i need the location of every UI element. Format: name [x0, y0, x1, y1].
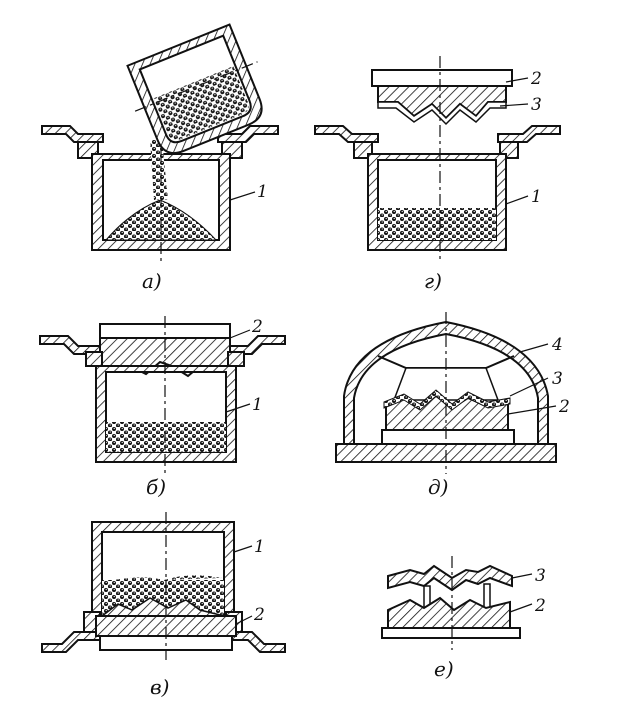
panel-a: 1 а) — [41, 23, 279, 293]
pin-right — [227, 351, 245, 367]
shell-mould — [383, 389, 511, 411]
panel-e: 3 2 е) — [381, 556, 546, 681]
flange-left — [41, 125, 104, 143]
callout-b-1: 1 — [252, 395, 263, 415]
sand-stream — [150, 140, 168, 200]
pattern-plate — [387, 596, 511, 629]
callout-g-1: 1 — [531, 187, 542, 207]
caption-e: е) — [434, 657, 454, 681]
panel-b: 2 1 б) — [39, 316, 286, 499]
flange-right — [217, 125, 279, 143]
shell-mould — [387, 564, 513, 592]
flange-right — [231, 631, 286, 653]
callout-g-2: 2 — [530, 69, 542, 89]
panel-g: 2 3 1 г) — [314, 56, 561, 293]
callout-g-3: 3 — [531, 95, 542, 115]
callout-v-1: 1 — [254, 537, 265, 557]
caption-g: г) — [424, 269, 442, 293]
callout-d-2: 2 — [558, 397, 570, 417]
flange-left — [41, 631, 101, 653]
pattern-plate — [371, 69, 513, 87]
callout-d-3: 3 — [552, 369, 563, 389]
caption-v: в) — [150, 675, 169, 699]
flange-right — [497, 125, 561, 143]
callout-e-2: 2 — [534, 596, 546, 616]
callout-a-1: 1 — [257, 182, 268, 202]
shell-mould — [377, 101, 507, 126]
sand-layer — [106, 422, 226, 452]
base-plate — [381, 627, 521, 639]
pedestal — [381, 429, 515, 445]
callout-e-3: 3 — [535, 566, 546, 586]
callout-v-2: 2 — [253, 605, 265, 625]
callout-b-2: 2 — [251, 317, 263, 337]
pattern-relief — [99, 597, 225, 617]
caption-d: д) — [428, 475, 448, 499]
pouring-bucket — [126, 23, 263, 155]
caption-b: б) — [146, 475, 166, 499]
caption-a: а) — [142, 269, 162, 293]
callout-d-4: 4 — [551, 335, 563, 355]
panel-v: 1 2 в) — [41, 512, 286, 699]
oven-cover — [343, 320, 549, 445]
ejector-pin-right — [483, 583, 491, 609]
pin-left — [85, 351, 103, 367]
sand-layer — [378, 208, 496, 240]
panel-d: 4 3 2 д) — [335, 312, 570, 499]
flange-left — [314, 125, 379, 143]
